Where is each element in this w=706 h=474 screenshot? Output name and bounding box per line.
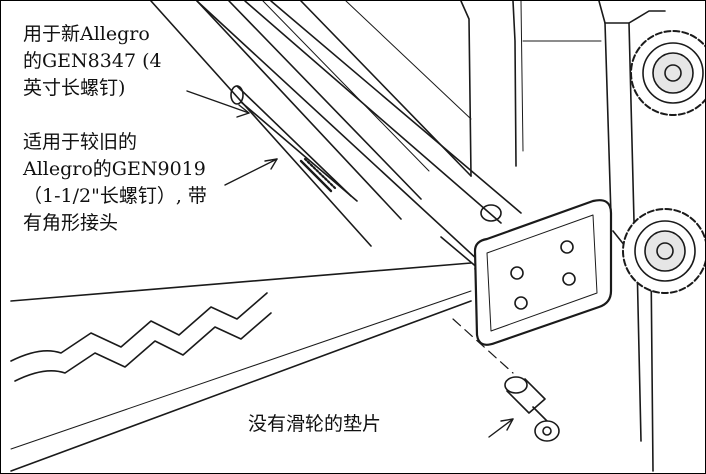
- knob-wheel-icon: [630, 30, 705, 116]
- leader-arrow: [186, 90, 250, 118]
- callout-line: 用于新Allegro: [23, 23, 150, 45]
- platform-beam: [10, 236, 482, 472]
- callout-line: 的GEN8347 (4: [23, 50, 162, 72]
- short-screw: [299, 157, 337, 193]
- callout-long-screw: 用于新Allegro 的GEN8347 (4 英寸长螺钉): [23, 21, 162, 102]
- callout-line: 适用于较旧的: [23, 131, 138, 153]
- long-screw: [230, 85, 358, 202]
- callout-line: 没有滑轮的垫片: [248, 413, 382, 435]
- callout-spacer: 没有滑轮的垫片: [248, 411, 381, 438]
- spacer-part: [504, 376, 560, 442]
- leader-arrow: [224, 158, 278, 186]
- callout-line: Allegro的GEN9019: [23, 158, 206, 180]
- square-tube-beam: [196, 1, 522, 262]
- callout-line: 有角形接头: [23, 212, 119, 234]
- leader-arrow: [488, 418, 514, 438]
- callout-short-screw: 适用于较旧的 Allegro的GEN9019 （1-1/2"长螺钉）, 带 有角…: [23, 129, 207, 237]
- knob-wheel-icon: [622, 208, 705, 294]
- alignment-guide: [452, 318, 514, 374]
- callout-line: （1-1/2"长螺钉）, 带: [23, 185, 207, 207]
- callout-line: 英寸长螺钉): [23, 77, 126, 99]
- end-cap-plate: [473, 199, 613, 346]
